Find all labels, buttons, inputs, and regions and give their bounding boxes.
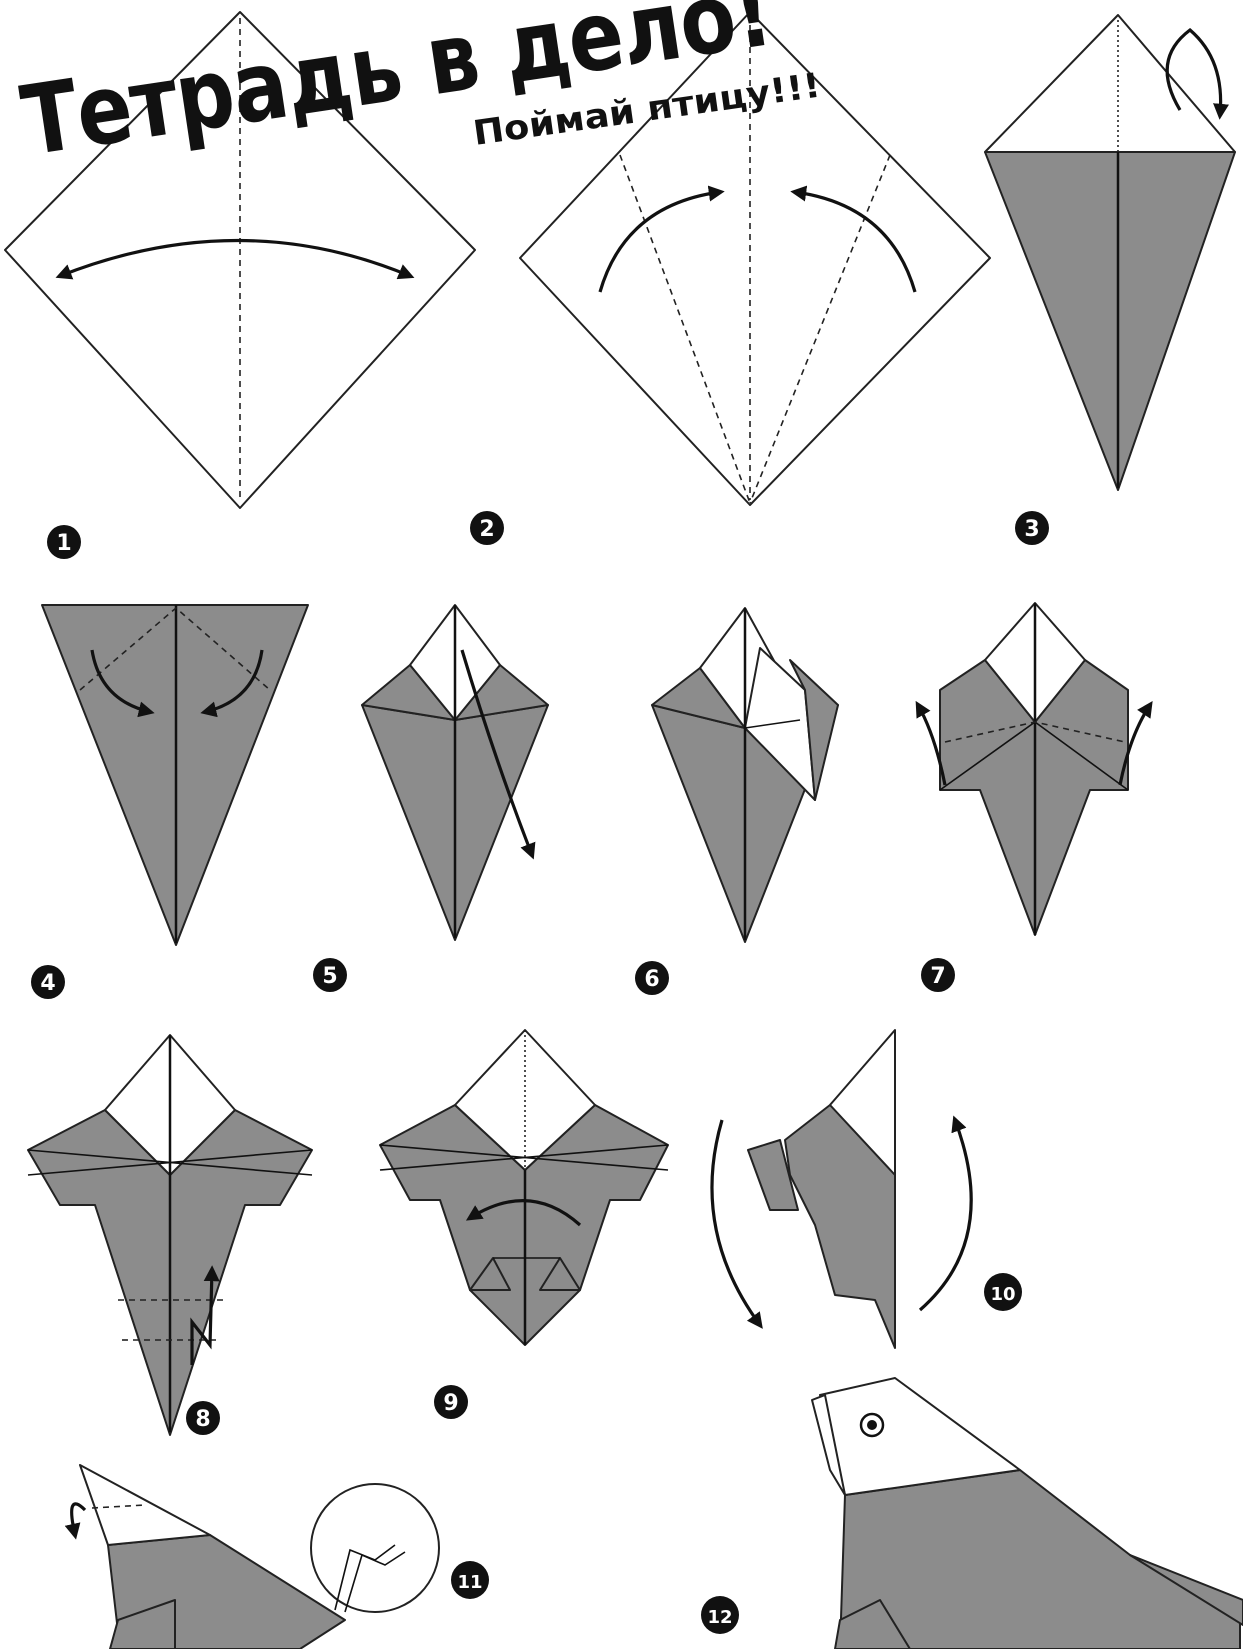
svg-text:4: 4 [40, 971, 55, 996]
svg-text:8: 8 [195, 1407, 210, 1432]
step-7-diagram [918, 603, 1150, 935]
svg-text:11: 11 [457, 1572, 482, 1593]
step-8-diagram [28, 1035, 312, 1435]
step-number-7: 7 [921, 958, 955, 992]
step-number-9: 9 [434, 1385, 468, 1419]
svg-text:3: 3 [1024, 517, 1039, 542]
svg-text:1: 1 [56, 531, 71, 556]
svg-text:6: 6 [644, 967, 659, 992]
step-number-2: 2 [470, 511, 504, 545]
step-12-diagram [812, 1378, 1243, 1649]
step-10-diagram [712, 1030, 971, 1348]
step-number-3: 3 [1015, 511, 1049, 545]
svg-text:2: 2 [479, 517, 494, 542]
step-number-6: 6 [635, 961, 669, 995]
svg-text:12: 12 [707, 1607, 732, 1628]
svg-text:7: 7 [930, 964, 945, 989]
step-number-5: 5 [313, 958, 347, 992]
step-number-12: 12 [701, 1596, 739, 1634]
step-number-4: 4 [31, 965, 65, 999]
svg-text:10: 10 [990, 1284, 1015, 1305]
step-6-diagram [652, 608, 838, 942]
step-4-diagram [42, 605, 308, 945]
step-number-8: 8 [186, 1401, 220, 1435]
step-number-10: 10 [984, 1273, 1022, 1311]
step-11-diagram [72, 1465, 439, 1649]
step-9-diagram [380, 1030, 668, 1345]
step-5-diagram [362, 605, 548, 940]
step-3-diagram [985, 15, 1235, 490]
svg-text:9: 9 [443, 1391, 458, 1416]
step-number-1: 1 [47, 525, 81, 559]
svg-text:5: 5 [322, 964, 337, 989]
step-number-11: 11 [451, 1561, 489, 1599]
